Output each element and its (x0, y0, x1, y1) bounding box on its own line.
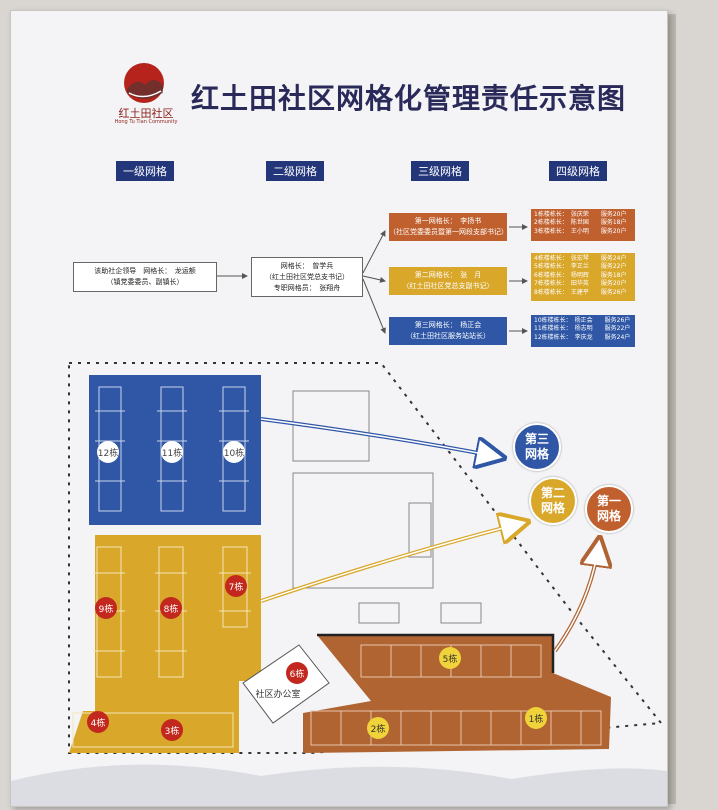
page-title: 红土田社区网格化管理责任示意图 (191, 82, 627, 115)
logo-subtext: Hong Tu Tian Community (114, 119, 178, 125)
office-label: 社区办公室 (255, 690, 301, 700)
level3-grid2-box: 第二网格长： 张 月 （红土田社区党总支副书记） (389, 267, 507, 295)
level4-row: 7栋楼栋长： 田华英 服务20户 (534, 280, 627, 288)
level2-staff: 专职网格员： 张翔舟 (273, 283, 341, 292)
logo-text: 红土田社区 (118, 107, 174, 120)
grid-3-circle-line2: 网格 (524, 447, 549, 461)
header-level-1: 一级网格 (116, 161, 174, 181)
header-level-3: 三级网格 (411, 161, 469, 181)
grid-3-circle-line1: 第三 (524, 432, 549, 446)
building-9-label: 9栋 (95, 597, 117, 619)
level1-box: 该助社企领导 网格长： 龙运额 （镇党委委员、副镇长） (73, 262, 217, 292)
level4-grid3-box: 10栋楼栋长： 杨正会 服务26户 11栋楼栋长： 杨志明 服务22户 12栋楼… (531, 315, 635, 347)
level4-row: 2栋楼栋长： 陈世国 服务18户 (534, 219, 627, 227)
building-2-label: 2栋 (367, 717, 389, 739)
level1-leader: 该助社企领导 网格长： 龙运额 (94, 267, 196, 275)
building-11-label: 11栋 (161, 441, 183, 463)
level4-row: 6栋楼栋长： 杨明辉 服务18户 (534, 271, 627, 279)
level3-grid1-leader: 第一网格长： 李扬书 (414, 217, 482, 225)
level2-box: 网格长： 曾学兵 （红土田社区党总支书记） 专职网格员： 张翔舟 (251, 257, 363, 297)
header-level-2: 二级网格 (266, 161, 324, 181)
level1-title: （镇党委委员、副镇长） (106, 278, 184, 286)
header-level-4: 四级网格 (549, 161, 607, 181)
level3-grid2-title: （红土田社区党总支副书记） (402, 282, 494, 290)
grid-1-circle-line2: 网格 (596, 509, 621, 523)
level4-row: 11栋楼栋长： 杨志明 服务22户 (534, 325, 631, 333)
board-frame-edge (666, 14, 676, 804)
level3-grid1-title: （社区党委委员暨第一网段支部书记） (389, 228, 508, 236)
level3-grid1-box: 第一网格长： 李扬书 （社区党委委员暨第一网段支部书记） (389, 213, 508, 241)
building-7-label: 7栋 (225, 575, 247, 597)
building-1-label: 1栋 (525, 707, 547, 729)
grid-2-circle: 第二 网格 (529, 477, 577, 525)
level4-row: 3栋楼栋长： 王小明 服务20户 (534, 227, 627, 235)
level2-title: （红土田社区党总支书记） (265, 272, 349, 281)
flow-connectors (217, 224, 528, 334)
building-3-label: 3栋 (161, 719, 183, 741)
level3-grid3-box: 第三网格长： 杨正会 （红土田社区服务站站长） (389, 317, 507, 345)
grid-3-circle: 第三 网格 (513, 423, 561, 471)
grid-1-circle-line1: 第一 (596, 494, 621, 508)
building-5-label: 5栋 (439, 647, 461, 669)
level4-row: 5栋楼栋长： 李正兰 服务22户 (534, 263, 627, 271)
level4-row: 4栋楼栋长： 张宏琴 服务24户 (534, 255, 627, 262)
level4-row: 8栋楼栋长： 王建平 服务26户 (534, 288, 627, 296)
level4-grid1-box: 1栋楼栋长： 张庆荣 服务20户 2栋楼栋长： 陈世国 服务18户 3栋楼栋长：… (531, 209, 635, 241)
building-12-label: 12栋 (97, 441, 119, 463)
site-map (11, 362, 667, 806)
building-10-label: 10栋 (223, 441, 245, 463)
level2-leader: 网格长： 曾学兵 (280, 261, 334, 270)
level3-grid3-title: （红土田社区服务站站长） (406, 332, 490, 340)
grid-1-circle: 第一 网格 (585, 485, 633, 533)
level4-row: 12栋楼栋长： 李庆龙 服务24户 (534, 333, 631, 341)
notice-board: 红土田社区 Hong Tu Tian Community 红土田社区网格化管理责… (10, 10, 668, 807)
building-4-label: 4栋 (87, 711, 109, 733)
level4-row: 1栋楼栋长： 张庆荣 服务20户 (534, 211, 627, 218)
grid-2-circle-line2: 网格 (540, 501, 565, 515)
building-6-label: 6栋 (286, 662, 308, 684)
level3-grid3-leader: 第三网格长： 杨正会 (414, 321, 482, 329)
level4-row: 10栋楼栋长： 杨正会 服务26户 (534, 317, 631, 324)
grid-2-circle-line1: 第二 (540, 486, 565, 500)
level4-grid2-box: 4栋楼栋长： 张宏琴 服务24户 5栋楼栋长： 李正兰 服务22户 6栋楼栋长：… (531, 253, 635, 301)
community-logo-icon (124, 63, 164, 103)
building-8-label: 8栋 (160, 597, 182, 619)
level3-grid2-leader: 第二网格长： 张 月 (414, 271, 482, 279)
